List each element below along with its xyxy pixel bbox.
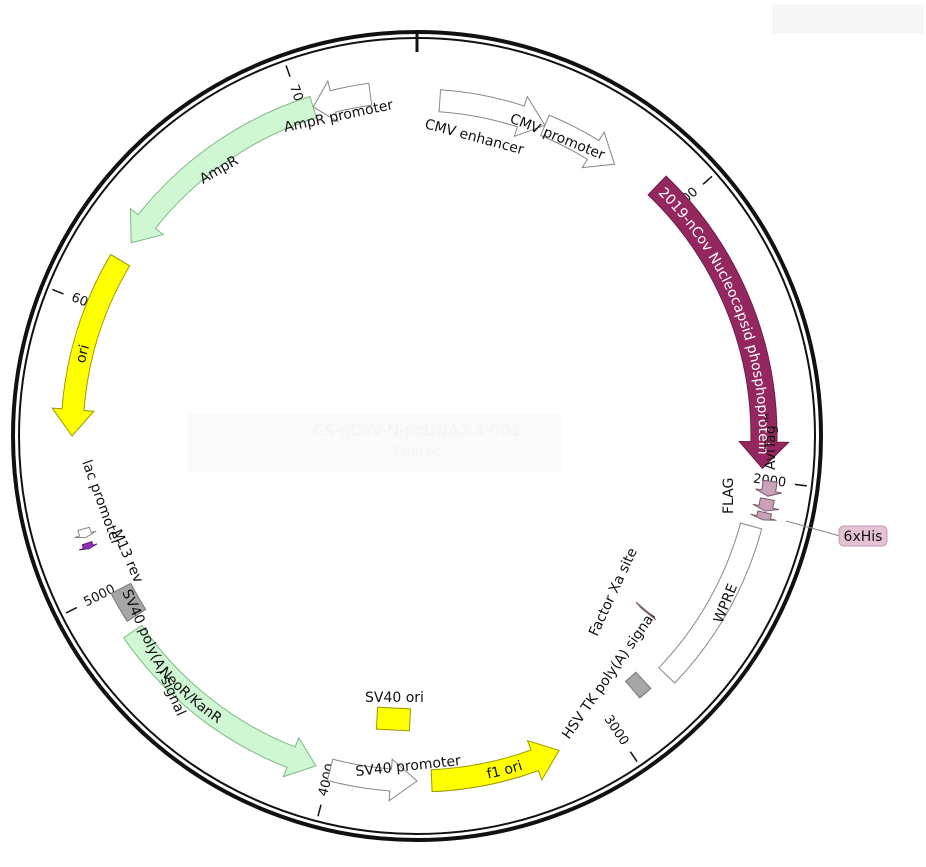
- sv40-ori-label: SV40 ori: [365, 690, 424, 706]
- sv40-poly-a-signal-feature: [110, 582, 147, 623]
- cmv-promoter-feature: [540, 114, 616, 169]
- lac-promoter-feature: [74, 526, 97, 539]
- center-title: CS-nCoV-N-pcDNA3.4-001 7400 bp: [188, 414, 562, 472]
- avitag-feature: [755, 479, 782, 497]
- backbone: [11, 30, 823, 842]
- ori-label: ori: [73, 343, 93, 365]
- 6xhis-feature: [750, 510, 777, 521]
- tick-4000: [317, 804, 322, 817]
- features: [51, 79, 790, 802]
- sv40-polya-label: SV40 poly(A) signal: [118, 587, 188, 718]
- hsv-tk-poly-a-signal-feature: [624, 671, 652, 699]
- tick-5000: [65, 606, 78, 614]
- his-callout: 6xHis: [785, 520, 888, 547]
- factor-xa-marker: [635, 601, 657, 621]
- plasmid-name: CS-nCoV-N-pcDNA3.4-001: [313, 421, 521, 440]
- 2019-ncov-nucleocapsid-phosphoprotein-feature: [647, 175, 790, 470]
- ampr-feature: [129, 95, 318, 244]
- neor-kanr-feature: [123, 624, 317, 778]
- f1-ori-feature: [430, 739, 560, 793]
- wpre-feature: [658, 522, 763, 684]
- flag-feature: [752, 497, 780, 512]
- ori-feature: [51, 253, 131, 437]
- tick-6000: [52, 288, 64, 295]
- flag-label: FLAG: [721, 478, 737, 514]
- m13-rev-feature: [79, 541, 98, 551]
- plasmid-length: 7400 bp: [392, 445, 442, 459]
- ampr-promoter-feature: [312, 79, 373, 123]
- tick-1000: [702, 175, 713, 185]
- tick-3000: [629, 751, 638, 763]
- sv40-promoter-feature: [326, 758, 418, 802]
- sv40-ori-box: [375, 706, 412, 732]
- his-label: 6xHis: [844, 529, 883, 545]
- tick-2000: [794, 483, 807, 487]
- cmv-enhancer-feature: [438, 89, 546, 138]
- corner-box: [772, 4, 924, 34]
- avitag-label: AviTag™: [763, 411, 779, 470]
- factor-xa-label: Factor Xa site: [586, 546, 641, 639]
- tick-label-3000: 3000: [601, 713, 632, 749]
- tick-7000: [285, 65, 291, 78]
